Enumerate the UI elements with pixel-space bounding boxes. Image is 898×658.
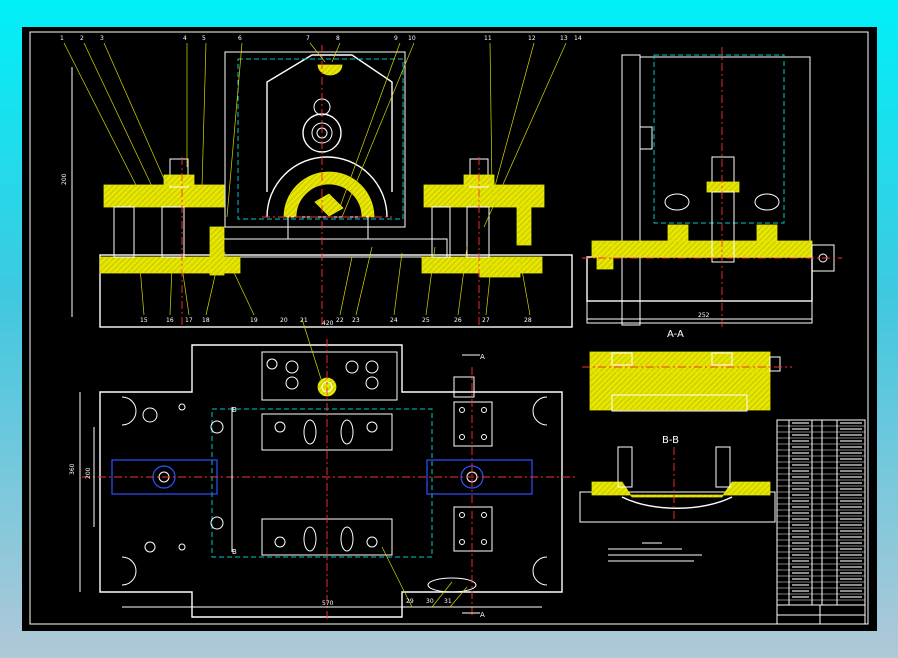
- balloon-10: 10: [408, 35, 416, 42]
- balloons-top: 1 2 3 4 5 6 7 8 9 10 11 12 13 14: [60, 35, 582, 42]
- balloon-23: 23: [352, 317, 360, 324]
- balloon-31: 31: [444, 598, 452, 605]
- balloon-24: 24: [390, 317, 398, 324]
- dim-plan-height-inner: 200: [85, 467, 92, 479]
- balloon-16: 16: [166, 317, 174, 324]
- parts-list: [776, 419, 866, 625]
- cad-drawing-canvas: 1 2 3 4 5 6 7 8 9 10 11 12 13 14 15 16 1…: [29, 31, 869, 625]
- dim-front-height: 200: [61, 173, 68, 185]
- balloon-22: 22: [336, 317, 344, 324]
- balloon-7: 7: [306, 35, 310, 42]
- section-a-a: [582, 351, 792, 412]
- cad-drawing-sheet: 1 2 3 4 5 6 7 8 9 10 11 12 13 14 15 16 1…: [22, 27, 877, 631]
- balloon-13: 13: [560, 35, 568, 42]
- dim-plan-height: 360: [69, 463, 76, 475]
- balloon-2: 2: [80, 35, 84, 42]
- section-b-label: B-B: [662, 435, 679, 446]
- side-view: [582, 47, 842, 327]
- balloon-9: 9: [394, 35, 398, 42]
- balloon-18: 18: [202, 317, 210, 324]
- cut-mark-a-bottom: A: [480, 611, 485, 619]
- section-a-label: A-A: [667, 329, 684, 340]
- balloon-27: 27: [482, 317, 490, 324]
- balloon-29: 29: [406, 598, 414, 605]
- dim-front-width: 420: [322, 320, 334, 327]
- balloons-plan: 29 30 31: [406, 598, 452, 605]
- front-view: [71, 45, 573, 328]
- balloon-6: 6: [238, 35, 242, 42]
- cut-mark-b-bottom: B: [232, 548, 237, 556]
- balloon-5: 5: [202, 35, 206, 42]
- balloon-14: 14: [574, 35, 582, 42]
- balloon-21: 21: [300, 317, 308, 324]
- section-b-b: [579, 446, 776, 523]
- balloon-19: 19: [250, 317, 258, 324]
- balloon-15: 15: [140, 317, 148, 324]
- balloon-3: 3: [100, 35, 104, 42]
- plan-view-leaders: [301, 318, 468, 608]
- dim-plan-width: 570: [322, 600, 334, 607]
- technical-notes: [608, 542, 702, 562]
- dim-side-width: 252: [698, 312, 710, 319]
- cut-mark-a-top: A: [480, 353, 485, 361]
- balloons-bottom: 15 16 17 18 19 20 21 22 23 24 25 26 27 2…: [140, 317, 532, 324]
- cut-mark-b-top: B: [232, 406, 237, 414]
- balloon-28: 28: [524, 317, 532, 324]
- balloon-11: 11: [484, 35, 492, 42]
- plan-view: [79, 339, 577, 622]
- balloon-1: 1: [60, 35, 64, 42]
- drawing-border: [29, 31, 869, 625]
- balloon-4: 4: [183, 35, 187, 42]
- balloon-25: 25: [422, 317, 430, 324]
- parts-list-rows: [777, 422, 865, 601]
- balloon-17: 17: [185, 317, 193, 324]
- balloon-26: 26: [454, 317, 462, 324]
- balloon-12: 12: [528, 35, 536, 42]
- balloon-30: 30: [426, 598, 434, 605]
- balloon-20: 20: [280, 317, 288, 324]
- balloon-8: 8: [336, 35, 340, 42]
- front-view-leaders: [63, 42, 567, 316]
